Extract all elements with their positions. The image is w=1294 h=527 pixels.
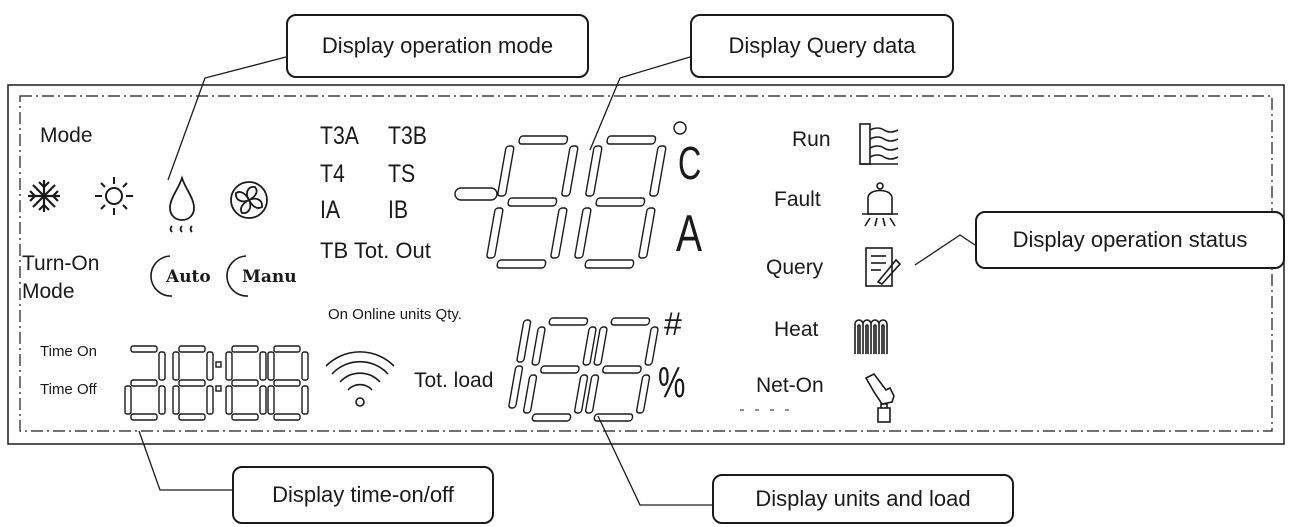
tot-load-label: Tot. load bbox=[414, 369, 494, 392]
snowflake-icon bbox=[28, 180, 60, 212]
bell-icon bbox=[862, 182, 898, 227]
degree-circle bbox=[673, 121, 687, 135]
notepad-icon bbox=[865, 247, 902, 287]
turn-on-label: Turn-On bbox=[22, 252, 100, 275]
ib-label: IB bbox=[388, 196, 409, 224]
turn-on-mode-label: Mode bbox=[22, 280, 75, 303]
hand-icon bbox=[864, 372, 895, 423]
query-digits bbox=[486, 135, 667, 269]
time-digits bbox=[124, 345, 309, 421]
heater-icon bbox=[854, 319, 888, 354]
minus-sign bbox=[454, 187, 498, 201]
online-units-label: On Online units Qty. bbox=[328, 306, 462, 323]
t4-label: T4 bbox=[320, 160, 345, 188]
ts-label: TS bbox=[388, 160, 416, 188]
query-label: Query bbox=[766, 256, 824, 279]
time-on-label: Time On bbox=[40, 343, 97, 360]
wifi-icon bbox=[325, 351, 395, 407]
t3b-label: T3B bbox=[388, 122, 427, 150]
leader-lines bbox=[138, 56, 976, 506]
percent-symbol: % bbox=[658, 358, 686, 407]
run-icon bbox=[859, 123, 899, 165]
callout-query-data: Display Query data bbox=[690, 14, 954, 78]
fan-icon bbox=[230, 181, 268, 219]
load-digits bbox=[508, 317, 659, 422]
celsius-unit: C bbox=[678, 137, 702, 189]
fault-label: Fault bbox=[774, 188, 821, 211]
panel-outer bbox=[7, 84, 1285, 445]
callout-time-on-off: Display time-on/off bbox=[232, 466, 494, 524]
net-on-label: Net-On bbox=[756, 374, 824, 397]
auto-chip: Auto bbox=[166, 267, 211, 287]
drop-icon bbox=[169, 175, 195, 233]
tb-tot-out-label: TB Tot. Out bbox=[320, 238, 431, 263]
callout-operation-status: Display operation status bbox=[975, 211, 1285, 269]
chip-arcs bbox=[150, 255, 249, 297]
ia-label: IA bbox=[320, 196, 341, 224]
heat-label: Heat bbox=[774, 318, 819, 341]
sun-icon bbox=[95, 177, 133, 215]
manu-chip: Manu bbox=[242, 267, 297, 287]
time-off-label: Time Off bbox=[40, 381, 97, 398]
hash-symbol: # bbox=[664, 306, 682, 342]
mode-label: Mode bbox=[40, 124, 93, 147]
run-label: Run bbox=[792, 128, 831, 151]
amps-unit: A bbox=[676, 205, 703, 263]
callout-units-load: Display units and load bbox=[712, 474, 1014, 524]
t3a-label: T3A bbox=[320, 122, 359, 150]
callout-operation-mode: Display operation mode bbox=[286, 14, 589, 78]
